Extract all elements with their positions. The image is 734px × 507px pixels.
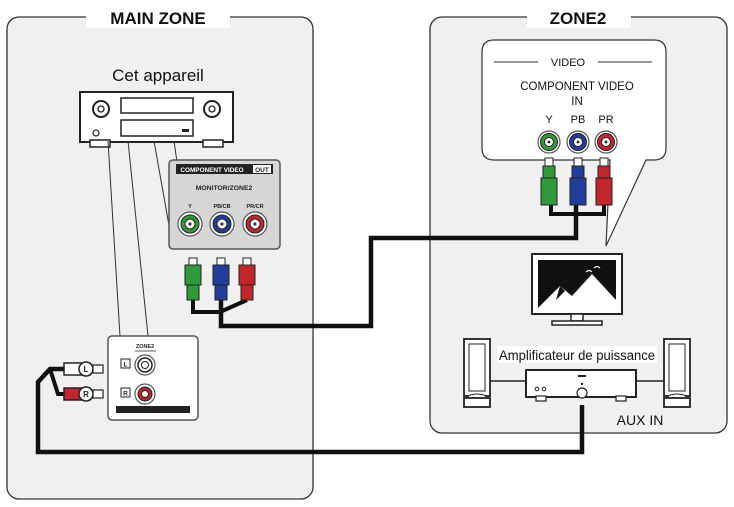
- rca-plug-l-label: L: [84, 365, 89, 374]
- main-zone-title: MAIN ZONE: [110, 9, 205, 28]
- plug-blue-out: [212, 257, 230, 301]
- amplifier-label-bg: [497, 346, 657, 363]
- component-out-badge: OUT: [255, 167, 269, 174]
- jack-label-y: Y: [188, 204, 192, 210]
- jack-label-pb: PB/CB: [213, 204, 230, 210]
- leader-line-audio: [107, 140, 121, 337]
- callout-line2: IN: [571, 96, 583, 108]
- main-zone-frame: [6, 16, 314, 500]
- zone2-audio-out-panel: ZONE2 L R: [107, 335, 199, 421]
- plug-green-in: [540, 157, 558, 206]
- aux-in-label: AUX IN: [617, 412, 664, 428]
- jack-label-pr: PR/CR: [246, 204, 263, 210]
- speaker-left-icon: [463, 338, 491, 408]
- jack-y-in: [537, 130, 561, 154]
- component-out-subtitle: MONITOR/ZONE2: [196, 185, 253, 192]
- speaker-right-icon: [663, 338, 691, 408]
- video-callout: VIDEO COMPONENT VIDEO IN Y PB PR: [481, 39, 667, 247]
- jack-y-out: [177, 211, 203, 237]
- jack-pr-in: [594, 130, 618, 154]
- audio-cable: L R: [35, 361, 585, 455]
- main-zone-title-bg: [86, 6, 230, 28]
- device-label: Cet appareil: [112, 66, 204, 85]
- plug-green-out: [184, 257, 202, 301]
- jack-r-out: [134, 383, 156, 405]
- amplifier-label: Amplificateur de puissance: [499, 347, 655, 363]
- tv-monitor-icon: [531, 253, 623, 326]
- audio-panel-channel-r: R: [123, 391, 128, 398]
- audio-panel-channel-l: L: [124, 362, 128, 369]
- plug-blue-in: [569, 157, 587, 206]
- leader-line-component-b: [173, 140, 178, 163]
- rca-plug-l-icon: L: [63, 361, 104, 377]
- leader-line-audio-b: [127, 140, 149, 337]
- jack-l-out: [134, 354, 156, 376]
- component-plugs-in: [540, 157, 613, 206]
- jack-pb-in: [566, 130, 590, 154]
- component-video-cable: [191, 205, 606, 329]
- component-plugs-out: [184, 257, 256, 301]
- component-out-header: COMPONENT VIDEO: [180, 167, 243, 174]
- callout-jack-y-label: Y: [545, 114, 553, 126]
- rca-plug-r-label: R: [83, 390, 89, 399]
- plug-red-out: [238, 257, 256, 301]
- power-amplifier-icon: [525, 369, 637, 402]
- zone2-title-bg: [527, 6, 631, 28]
- audio-panel-label: ZONE2: [136, 344, 154, 350]
- jack-pb-out: [209, 211, 235, 237]
- plug-red-in: [595, 157, 613, 206]
- av-receiver-icon: [79, 91, 234, 148]
- callout-line1: COMPONENT VIDEO: [520, 81, 634, 93]
- callout-jack-pb-label: PB: [571, 114, 586, 126]
- zone2-title: ZONE2: [550, 9, 607, 28]
- callout-section-label: VIDEO: [551, 57, 586, 69]
- jack-pr-out: [242, 211, 268, 237]
- callout-jack-pr-label: PR: [598, 114, 613, 126]
- component-video-out-panel: COMPONENT VIDEO OUT MONITOR/ZONE2 Y PB/C…: [168, 159, 281, 250]
- rca-plug-r-icon: R: [63, 386, 104, 402]
